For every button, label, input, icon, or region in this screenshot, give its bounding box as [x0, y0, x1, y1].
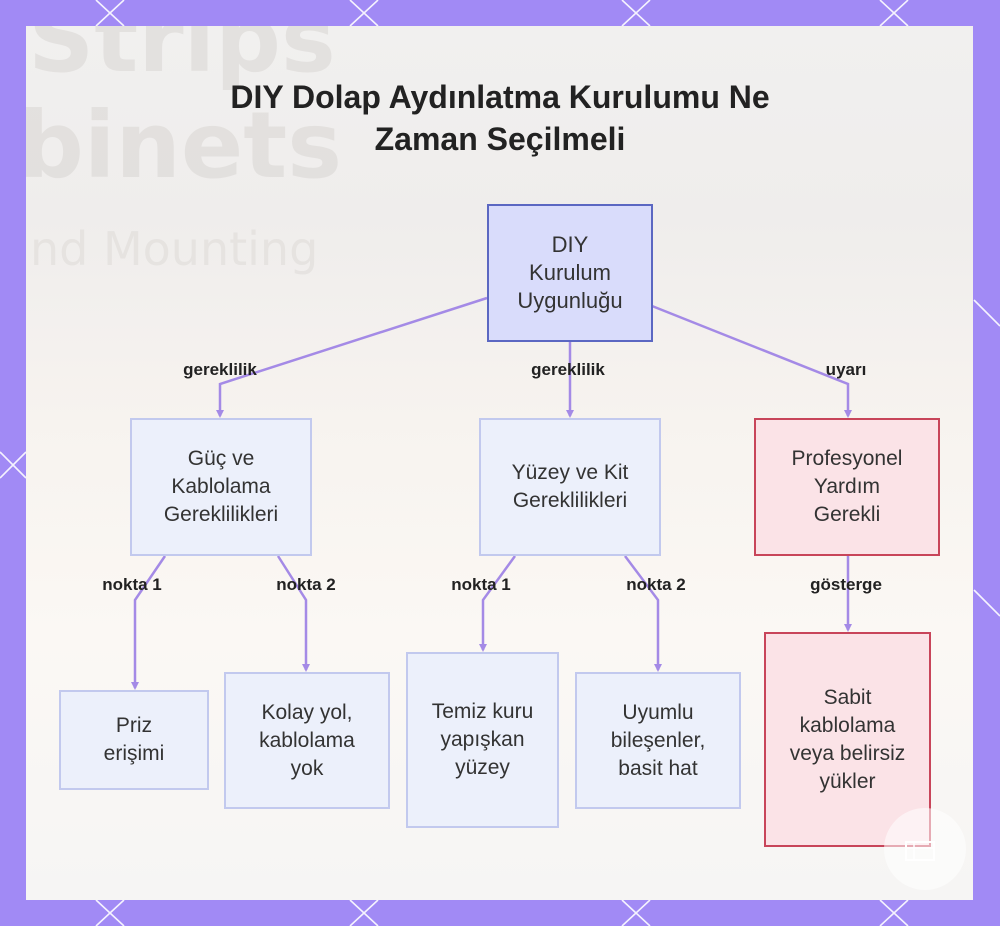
node-professional-help-label: Profesyonel Yardım Gerekli	[782, 445, 912, 529]
node-fixed-wiring-label: Sabit kablolama veya belirsiz yükler	[788, 684, 908, 796]
edge-label-power-easy: nokta 2	[276, 575, 336, 595]
edge-label-surface-clean: nokta 1	[451, 575, 511, 595]
edge-root-power	[220, 298, 487, 416]
node-easy-path-label: Kolay yol, kablolama yok	[247, 699, 367, 783]
node-compatible-parts: Uyumlu bileşenler, basit hat	[575, 672, 741, 809]
node-compatible-parts-label: Uyumlu bileşenler, basit hat	[603, 699, 713, 783]
watermark-icon	[884, 808, 966, 890]
edge-power-easy	[278, 556, 306, 670]
node-outlet-access-label: Priz erişimi	[94, 712, 174, 768]
edge-root-pro	[652, 306, 848, 416]
node-outlet-access: Priz erişimi	[59, 690, 209, 790]
edge-surface-clean	[483, 556, 515, 650]
node-diy-suitability: DIY Kurulum Uygunluğu	[487, 204, 653, 342]
node-clean-surface: Temiz kuru yapışkan yüzey	[406, 652, 559, 828]
edge-label-root-surface: gereklilik	[531, 360, 605, 380]
edge-label-power-outlet: nokta 1	[102, 575, 162, 595]
node-easy-path: Kolay yol, kablolama yok	[224, 672, 390, 809]
node-power-wiring: Güç ve Kablolama Gereklilikleri	[130, 418, 312, 556]
node-surface-kit-label: Yüzey ve Kit Gereklilikleri	[495, 459, 645, 515]
node-professional-help: Profesyonel Yardım Gerekli	[754, 418, 940, 556]
edge-label-root-power: gereklilik	[183, 360, 257, 380]
node-surface-kit: Yüzey ve Kit Gereklilikleri	[479, 418, 661, 556]
edge-surface-compat	[625, 556, 658, 670]
edge-label-pro-fixed: gösterge	[810, 575, 882, 595]
edge-label-root-pro: uyarı	[826, 360, 867, 380]
node-clean-surface-label: Temiz kuru yapışkan yüzey	[428, 698, 538, 782]
edge-label-surface-compat: nokta 2	[626, 575, 686, 595]
node-diy-suitability-label: DIY Kurulum Uygunluğu	[510, 231, 630, 315]
node-power-wiring-label: Güç ve Kablolama Gereklilikleri	[146, 445, 296, 529]
